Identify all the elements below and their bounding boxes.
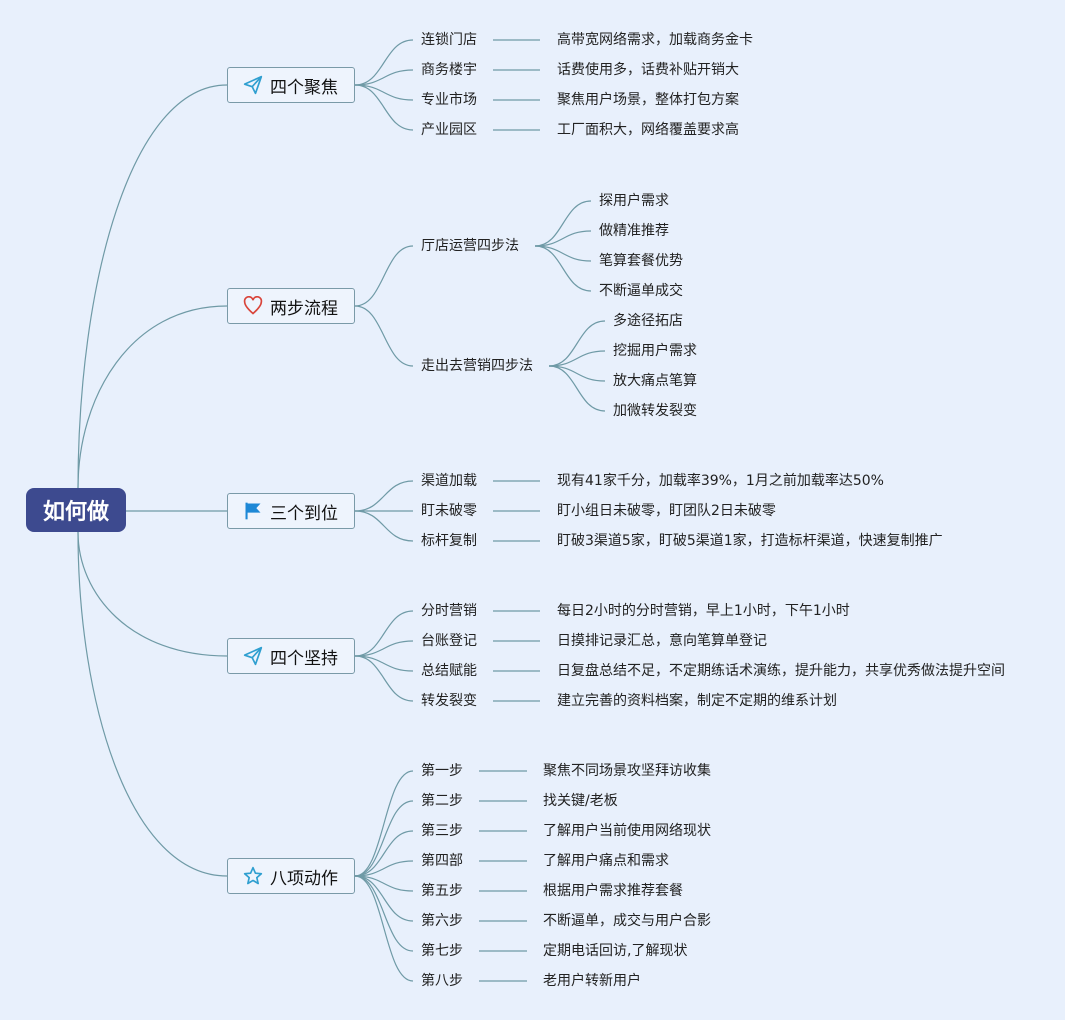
topic-label: 八项动作	[270, 868, 338, 889]
branch-line	[354, 875, 414, 952]
branch-line	[354, 800, 414, 877]
item-label[interactable]: 专业市场	[421, 92, 477, 108]
item-description[interactable]: 现有41家千分，加载率39%，1月之前加载率达50%	[557, 473, 884, 489]
branch-line	[354, 245, 414, 307]
topic-node-4[interactable]: 八项动作	[227, 858, 355, 894]
star-icon	[242, 865, 264, 887]
sub-branch-line	[534, 200, 592, 247]
root-connector-0	[77, 84, 228, 489]
item-label[interactable]: 标杆复制	[421, 533, 477, 549]
sub-item-label[interactable]: 笔算套餐优势	[599, 253, 683, 269]
branch-line	[354, 770, 414, 877]
item-label[interactable]: 第四部	[421, 853, 463, 869]
root-connector-1	[77, 305, 228, 489]
topic-node-3[interactable]: 四个坚持	[227, 638, 355, 674]
sub-branch-line	[548, 350, 606, 367]
sub-item-label[interactable]: 多途径拓店	[613, 313, 683, 329]
branch-line	[354, 875, 414, 922]
topic-label: 四个聚焦	[270, 77, 338, 98]
heart-icon	[242, 295, 264, 317]
branch-line	[354, 640, 414, 657]
branch-line	[354, 510, 414, 542]
item-label[interactable]: 商务楼宇	[421, 62, 477, 78]
item-label[interactable]: 分时营销	[421, 603, 477, 619]
item-label[interactable]: 第七步	[421, 943, 463, 959]
item-description[interactable]: 盯小组日未破零，盯团队2日未破零	[557, 503, 776, 519]
item-label[interactable]: 第三步	[421, 823, 463, 839]
item-label[interactable]: 第五步	[421, 883, 463, 899]
paper-plane-icon	[242, 74, 264, 96]
topic-label: 两步流程	[270, 298, 338, 319]
root-connector-3	[77, 531, 228, 657]
item-description[interactable]: 建立完善的资料档案，制定不定期的维系计划	[557, 693, 837, 709]
item-description[interactable]: 定期电话回访,了解现状	[543, 943, 688, 959]
sub-branch-line	[534, 230, 592, 247]
topic-node-0[interactable]: 四个聚焦	[227, 67, 355, 103]
item-label[interactable]: 渠道加载	[421, 473, 477, 489]
item-description[interactable]: 聚焦用户场景，整体打包方案	[557, 92, 739, 108]
sub-branch-line	[534, 245, 592, 292]
item-label[interactable]: 总结赋能	[421, 663, 477, 679]
item-description[interactable]: 话费使用多，话费补贴开销大	[557, 62, 739, 78]
branch-line	[354, 305, 414, 367]
branch-line	[354, 39, 414, 86]
branch-line	[354, 610, 414, 657]
branch-line	[354, 655, 414, 702]
item-description[interactable]: 根据用户需求推荐套餐	[543, 883, 683, 899]
item-label[interactable]: 产业园区	[421, 122, 477, 138]
branch-line	[354, 655, 414, 672]
branch-line	[354, 830, 414, 877]
item-description[interactable]: 盯破3渠道5家，盯破5渠道1家，打造标杆渠道，快速复制推广	[557, 533, 943, 549]
item-label[interactable]: 盯未破零	[421, 503, 477, 519]
root-node[interactable]: 如何做	[26, 488, 126, 532]
sub-branch-line	[548, 365, 606, 382]
sub-item-label[interactable]: 做精准推荐	[599, 223, 669, 239]
topic-node-1[interactable]: 两步流程	[227, 288, 355, 324]
topic-label: 四个坚持	[270, 648, 338, 669]
item-description[interactable]: 聚焦不同场景攻坚拜访收集	[543, 763, 711, 779]
item-label[interactable]: 转发裂变	[421, 693, 477, 709]
sub-item-label[interactable]: 加微转发裂变	[613, 403, 697, 419]
item-description[interactable]: 日摸排记录汇总，意向笔算单登记	[557, 633, 767, 649]
item-label[interactable]: 第六步	[421, 913, 463, 929]
branch-line	[354, 84, 414, 131]
item-label[interactable]: 台账登记	[421, 633, 477, 649]
root-connector-4	[77, 531, 228, 877]
item-description[interactable]: 老用户转新用户	[543, 973, 641, 989]
topic-node-2[interactable]: 三个到位	[227, 493, 355, 529]
flag-icon	[242, 500, 264, 522]
item-description[interactable]: 找关键/老板	[543, 793, 618, 809]
branch-line	[354, 875, 414, 982]
sub-branch-line	[534, 245, 592, 262]
item-description[interactable]: 不断逼单，成交与用户合影	[543, 913, 711, 929]
branch-line	[354, 860, 414, 877]
item-description[interactable]: 了解用户痛点和需求	[543, 853, 669, 869]
group-label[interactable]: 走出去营销四步法	[421, 358, 533, 374]
group-label[interactable]: 厅店运营四步法	[421, 238, 519, 254]
item-label[interactable]: 第八步	[421, 973, 463, 989]
item-label[interactable]: 第二步	[421, 793, 463, 809]
item-label[interactable]: 第一步	[421, 763, 463, 779]
sub-item-label[interactable]: 挖掘用户需求	[613, 343, 697, 359]
item-description[interactable]: 日复盘总结不足，不定期练话术演练，提升能力，共享优秀做法提升空间	[557, 663, 1005, 679]
sub-branch-line	[548, 320, 606, 367]
branch-line	[354, 480, 414, 512]
item-description[interactable]: 高带宽网络需求，加载商务金卡	[557, 32, 753, 48]
sub-item-label[interactable]: 不断逼单成交	[599, 283, 683, 299]
sub-item-label[interactable]: 探用户需求	[599, 193, 669, 209]
branch-line	[354, 84, 414, 101]
branch-line	[354, 69, 414, 86]
item-description[interactable]: 了解用户当前使用网络现状	[543, 823, 711, 839]
paper-plane-icon	[242, 645, 264, 667]
branch-line	[354, 875, 414, 892]
sub-branch-line	[548, 365, 606, 412]
item-label[interactable]: 连锁门店	[421, 32, 477, 48]
item-description[interactable]: 工厂面积大，网络覆盖要求高	[557, 122, 739, 138]
sub-item-label[interactable]: 放大痛点笔算	[613, 373, 697, 389]
topic-label: 三个到位	[270, 503, 338, 524]
item-description[interactable]: 每日2小时的分时营销，早上1小时，下午1小时	[557, 603, 850, 619]
